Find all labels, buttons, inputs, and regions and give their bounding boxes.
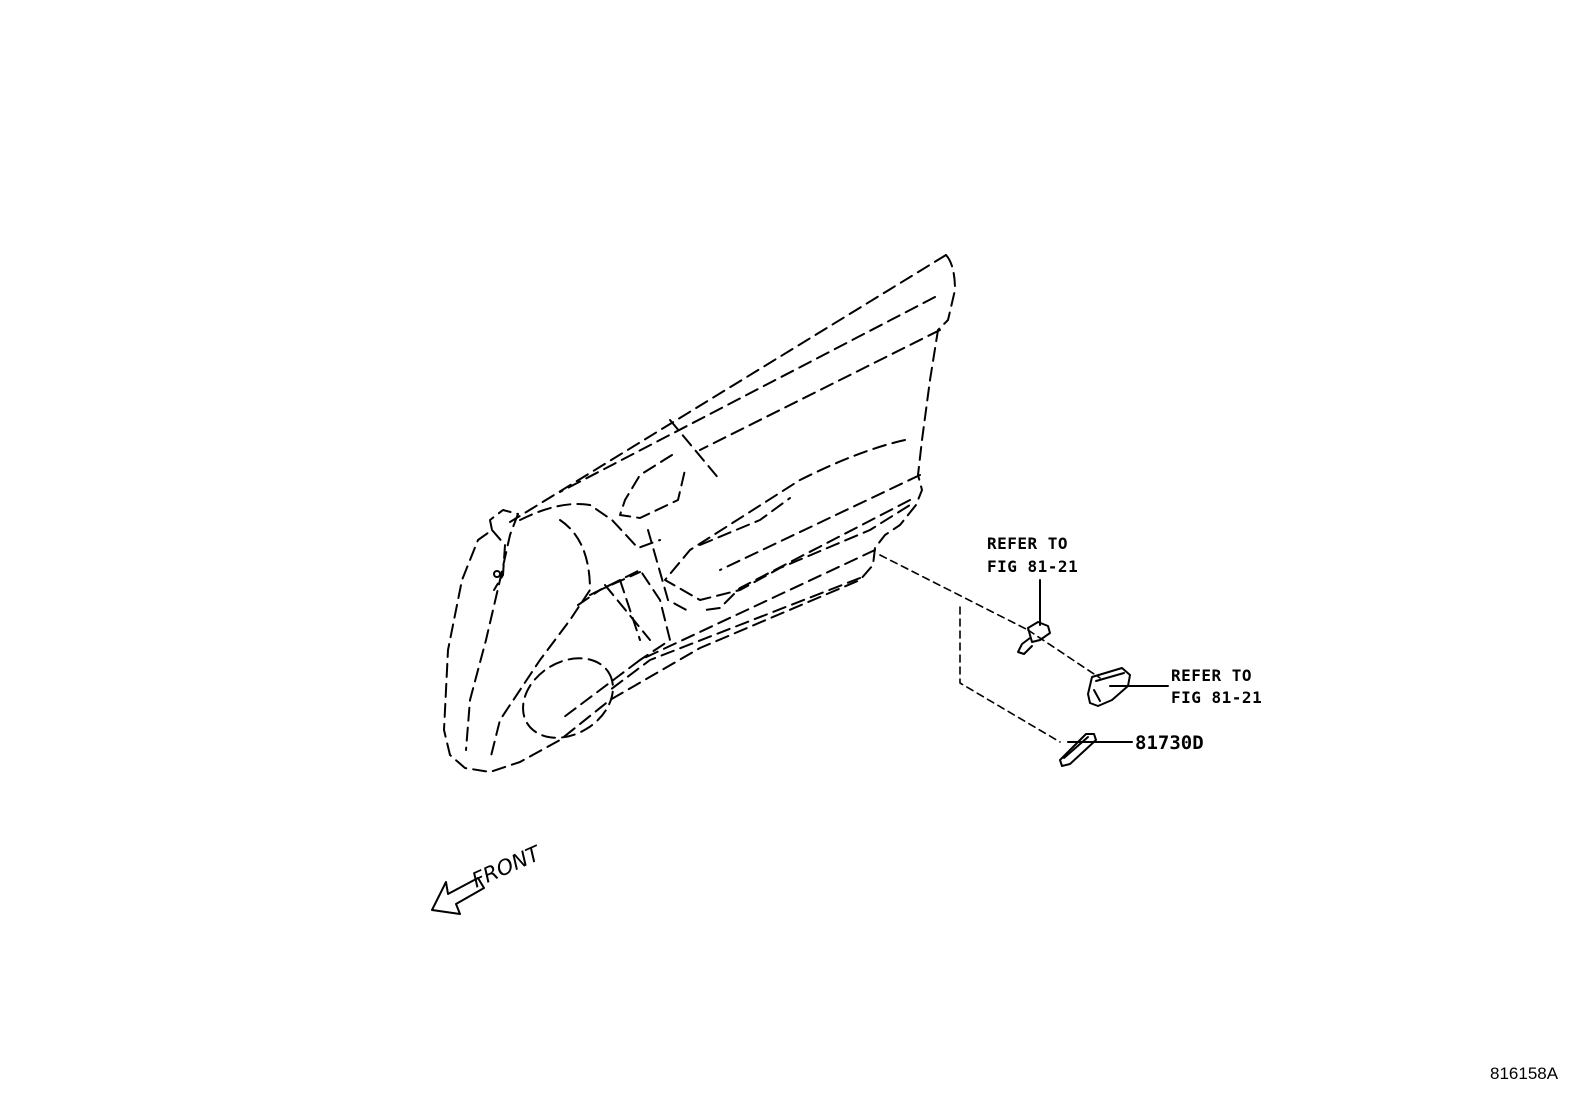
- refer-to-label-upper-line2: FIG 81-21: [987, 557, 1078, 576]
- refer-to-label-lower-line1: REFER TO: [1171, 666, 1252, 685]
- front-direction-arrow-icon: [431, 877, 485, 915]
- part-number-label: 81730D: [1135, 732, 1204, 754]
- front-direction-label: FRONT: [468, 841, 545, 893]
- door-trim-panel: [443, 254, 956, 773]
- switch-bezel-icon: [1087, 667, 1131, 707]
- courtesy-lamp-icon: [1059, 733, 1097, 767]
- leader-lines: [879, 554, 1169, 743]
- clip-part-icon: [1017, 621, 1051, 655]
- refer-to-label-upper-line1: REFER TO: [987, 534, 1068, 553]
- refer-to-label-lower-line2: FIG 81-21: [1171, 688, 1262, 707]
- drawing-code: 816158A: [1490, 1064, 1559, 1083]
